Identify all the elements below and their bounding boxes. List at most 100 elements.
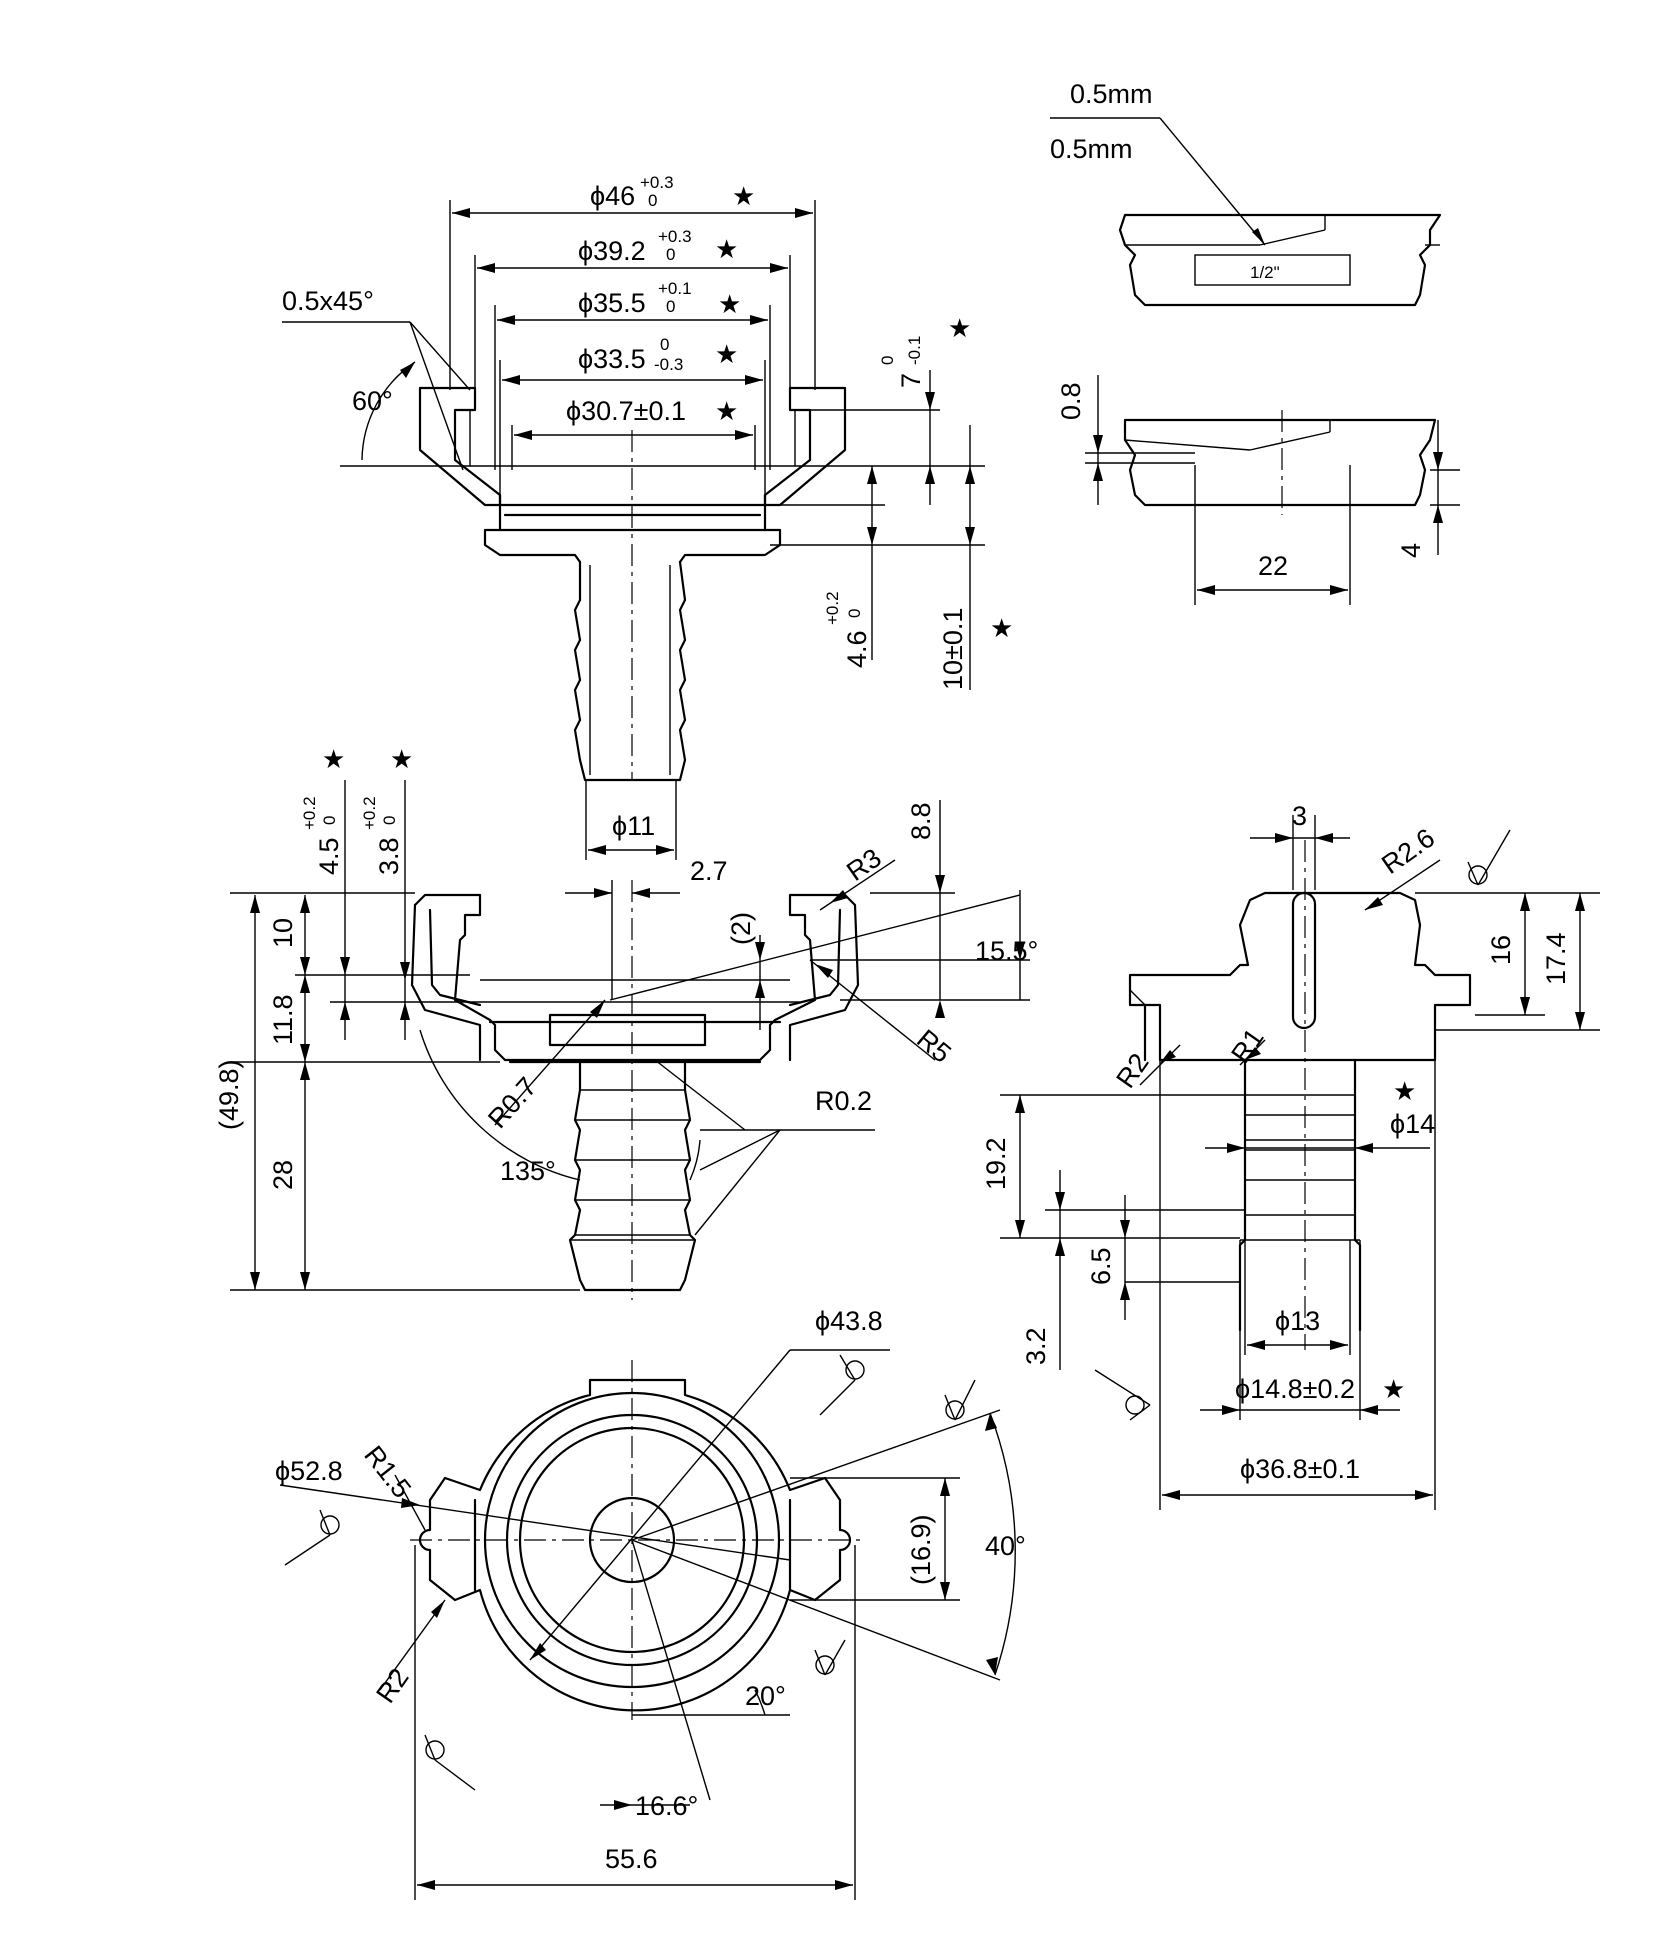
critical-star: ★ <box>715 235 738 265</box>
dim-ref-16-9: (16.9) <box>906 1514 936 1585</box>
critical-star: ★ <box>1393 1077 1416 1107</box>
dim-height-17-4: 17.4 <box>1541 932 1571 985</box>
dim-height-8-8: 8.8 <box>906 802 936 840</box>
dim-ref-2: (2) <box>726 912 756 945</box>
bottom-circle-outer <box>483 1391 781 1689</box>
dim-height-3-2: 3.2 <box>1021 1327 1051 1365</box>
dim-d33-5-upper-tol: 0 <box>660 335 669 354</box>
dim-d35-5-lower-tol: 0 <box>666 297 675 316</box>
front-view: (49.8) 10 11.8 28 4.5 +0.2 0 ★ 3.8 +0.2 … <box>214 745 1038 1300</box>
dim-chamfer: 0.5x45° <box>282 286 374 316</box>
dim-d46-lower-tol: 0 <box>648 191 657 210</box>
dim-width-2-7: 2.7 <box>690 856 728 886</box>
dim-angle-15-5: 15.5° <box>975 936 1038 966</box>
note-line1: 0.5mm <box>1070 79 1153 109</box>
side-slot <box>1291 891 1317 1030</box>
dim-height-4-6: 4.6 <box>842 630 872 668</box>
dim-height-11-8: 11.8 <box>268 994 298 1045</box>
dim-height-3-8-upper-tol: +0.2 <box>360 796 379 830</box>
front-barbed-stem <box>568 1060 697 1292</box>
dim-radius-r3: R3 <box>841 843 886 887</box>
dim-radius-r1: R1 <box>1225 1023 1269 1068</box>
dim-radius-r0-2: R0.2 <box>815 1086 872 1116</box>
bottom-bore <box>588 1496 676 1584</box>
surface-finish-icon <box>944 1379 976 1421</box>
dim-radius-r2-6: R2.6 <box>1376 823 1440 880</box>
dim-radius-r1-5: R1.5 <box>358 1440 417 1503</box>
dim-angle-40: 40° <box>985 1531 1026 1561</box>
dim-height-4-5: 4.5 <box>314 837 344 875</box>
dim-d14-8: ϕ14.8±0.2 <box>1235 1374 1355 1404</box>
slot <box>548 1013 707 1047</box>
critical-star: ★ <box>322 745 345 775</box>
dim-d33-5: ϕ33.5 <box>578 344 646 374</box>
dim-height-7: 7 <box>896 373 926 388</box>
dim-d52-8: ϕ52.8 <box>275 1456 343 1486</box>
dim-d11: ϕ11 <box>612 811 655 841</box>
size-label: 1/2" <box>1250 263 1280 282</box>
dim-d46-upper-tol: +0.3 <box>640 173 674 192</box>
dim-height-3-8-lower-tol: 0 <box>380 816 399 825</box>
surface-finish-icon <box>1094 1369 1151 1421</box>
dim-height-3-8: 3.8 <box>374 837 404 875</box>
surface-finish-icon <box>1467 829 1511 886</box>
dim-height-6-5: 6.5 <box>1086 1247 1116 1285</box>
bottom-circle-mid <box>505 1413 759 1667</box>
top-section-view: ϕ46 +0.3 0 ★ ϕ39.2 +0.3 0 ★ ϕ35.5 +0.1 0… <box>282 173 1013 860</box>
surface-finish-icon <box>284 1509 340 1566</box>
dim-height-7-upper-tol: 0 <box>878 356 897 365</box>
size-label-box <box>1194 254 1351 286</box>
dim-height-10: 10±0.1 <box>938 608 968 690</box>
dim-radius-r2-bottom: R2 <box>370 1663 414 1708</box>
insert-top-view <box>1118 213 1442 307</box>
flange-left-section <box>418 386 502 507</box>
dim-height-4-6-upper-tol: +0.2 <box>823 591 842 625</box>
bottom-view: ϕ43.8 ϕ52.8 R1.5 R2 (16.9) 40° 20° 16.6° <box>275 1306 1026 1900</box>
critical-star: ★ <box>1382 1375 1405 1405</box>
dim-d36-8: ϕ36.8±0.1 <box>1240 1454 1360 1484</box>
dim-width-55-6: 55.6 <box>605 1844 658 1874</box>
critical-star: ★ <box>732 182 755 212</box>
side-barbed-stem <box>1238 1058 1362 1332</box>
flange-right-section <box>763 386 847 507</box>
dim-d39-2-upper-tol: +0.3 <box>658 227 692 246</box>
dim-d39-2: ϕ39.2 <box>578 236 646 266</box>
barbed-stem <box>573 560 687 782</box>
dim-height-4: 4 <box>1396 543 1426 558</box>
dim-height-7-lower-tol: -0.1 <box>905 336 924 365</box>
dim-angle-135: 135° <box>500 1156 556 1186</box>
dim-angle-60: 60° <box>352 386 393 416</box>
critical-star: ★ <box>948 314 971 344</box>
side-body <box>1128 891 1472 1062</box>
dim-height-10-front: 10 <box>268 918 298 948</box>
front-body <box>413 893 860 1062</box>
dim-angle-16-6: 16.6° <box>635 1791 698 1821</box>
dim-d35-5-upper-tol: +0.1 <box>658 279 692 298</box>
bottom-circle-inner <box>518 1426 746 1654</box>
critical-star: ★ <box>718 290 741 320</box>
dim-height-19-2: 19.2 <box>981 1137 1011 1190</box>
critical-star: ★ <box>990 614 1013 644</box>
critical-star: ★ <box>715 340 738 370</box>
dim-d13: ϕ13 <box>1275 1306 1320 1336</box>
dim-overall-49-8: (49.8) <box>214 1059 244 1130</box>
dim-radius-r5: R5 <box>911 1024 957 1069</box>
dim-height-16: 16 <box>1486 935 1516 965</box>
dim-width-22: 22 <box>1258 551 1288 581</box>
surface-finish-icon <box>819 1354 865 1416</box>
dim-height-28: 28 <box>268 1160 298 1190</box>
dim-height-0-8: 0.8 <box>1056 382 1086 420</box>
surface-finish-icon <box>424 1734 476 1791</box>
dim-d43-8: ϕ43.8 <box>815 1306 883 1336</box>
side-view: 3 R2.6 16 17.4 R2 R1 ϕ14 ★ 19.2 <box>981 801 1600 1510</box>
dim-d46: ϕ46 <box>590 181 635 211</box>
dim-d14: ϕ14 <box>1390 1109 1435 1139</box>
dim-radius-r2-side: R2 <box>1110 1048 1154 1093</box>
insert-side-view <box>1123 418 1437 507</box>
note-line2: 0.5mm <box>1050 134 1133 164</box>
critical-star: ★ <box>390 745 413 775</box>
critical-star: ★ <box>715 397 738 427</box>
dim-angle-20: 20° <box>745 1681 786 1711</box>
dim-d39-2-lower-tol: 0 <box>666 245 675 264</box>
